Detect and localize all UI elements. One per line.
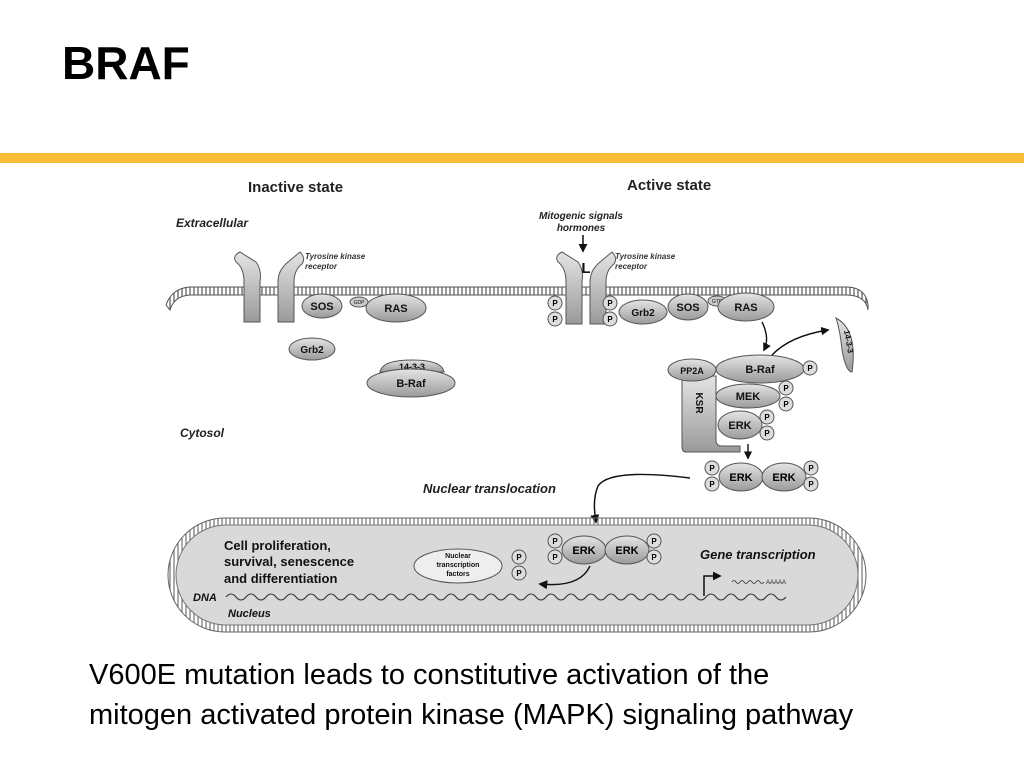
svg-text:P: P <box>607 315 613 324</box>
ntf-line3: factors <box>446 571 469 578</box>
mek-active <box>715 383 781 409</box>
grb2-inactive-label: Grb2 <box>300 345 324 356</box>
mapk-pathway-diagram: Inactive state Active state Extracellula… <box>165 177 869 633</box>
svg-text:P: P <box>552 537 558 546</box>
plasma-membrane <box>165 286 869 312</box>
receptor-active <box>556 251 617 325</box>
translocation-arrow <box>590 473 691 524</box>
grb2-inactive <box>288 337 336 361</box>
gtp-label: GTP <box>712 299 723 305</box>
erk-in-complex <box>717 410 763 440</box>
svg-text:ERK: ERK <box>772 472 795 484</box>
sos-active <box>667 293 709 321</box>
receptor-label-inactive-line2: receptor <box>305 262 338 271</box>
svg-text:P: P <box>607 299 613 308</box>
nuclear-translocation-label: Nuclear translocation <box>423 481 556 496</box>
accent-bar <box>0 153 1024 163</box>
svg-text:P: P <box>808 480 814 489</box>
cell-response-line1: Cell proliferation, <box>224 538 331 553</box>
receptor-label-active-line2: receptor <box>615 262 648 271</box>
ligand-label: L <box>581 260 590 277</box>
svg-text:P: P <box>783 400 789 409</box>
transcription-start-arrow <box>703 571 722 596</box>
receptor-phosphates: P P P P <box>547 295 618 327</box>
svg-text:P: P <box>516 553 522 562</box>
svg-text:ERK: ERK <box>615 545 638 557</box>
svg-text:P: P <box>764 413 770 422</box>
dna-label: DNA <box>193 592 217 604</box>
svg-text:P: P <box>552 315 558 324</box>
dna-strand <box>225 593 787 601</box>
14-3-3-released-label: 14-3-3 <box>842 329 855 354</box>
mrna-strand <box>731 580 765 584</box>
slide-caption: V600E mutation leads to constitutive act… <box>89 655 1009 735</box>
cytosol-label: Cytosol <box>180 426 225 440</box>
14-3-3-inactive-label: 14-3-3 <box>399 362 425 372</box>
ras-inactive-label: RAS <box>384 303 407 315</box>
cell-response-line3: and differentiation <box>224 571 337 586</box>
b-raf-inactive <box>366 368 456 398</box>
receptor-label-active-line1: Tyrosine kinase <box>615 252 676 261</box>
extracellular-label: Extracellular <box>176 216 249 230</box>
mek-label: MEK <box>736 391 761 403</box>
caption-line-1: V600E mutation leads to constitutive act… <box>89 659 770 691</box>
ntf-line2: transcription <box>437 562 480 569</box>
svg-text:P: P <box>709 480 715 489</box>
grb2-active <box>618 299 668 325</box>
ras-inactive <box>365 293 427 323</box>
svg-text:P: P <box>783 384 789 393</box>
svg-text:ERK: ERK <box>572 545 595 557</box>
svg-text:P: P <box>516 569 522 578</box>
ksr-label: KSR <box>693 392 704 414</box>
svg-text:P: P <box>808 464 814 473</box>
svg-text:P: P <box>764 429 770 438</box>
svg-text:P: P <box>651 537 657 546</box>
pp2a-label: PP2A <box>680 366 704 376</box>
erk-complex-label: ERK <box>728 420 751 432</box>
inactive-state-title: Inactive state <box>248 179 343 196</box>
14-3-3-released <box>835 316 854 373</box>
erk-dimer-cytosol: P P ERK ERK P P <box>704 460 819 492</box>
mitogenic-signals-line2: hormones <box>557 223 606 234</box>
sos-active-label: SOS <box>676 302 699 314</box>
gene-transcription-label: Gene transcription <box>700 547 816 562</box>
svg-text:ERK: ERK <box>729 472 752 484</box>
svg-text:P: P <box>552 299 558 308</box>
svg-text:P: P <box>807 364 813 373</box>
svg-text:P: P <box>552 553 558 562</box>
sos-inactive-label: SOS <box>310 301 333 313</box>
b-raf-active-label: B-Raf <box>745 364 775 376</box>
mitogenic-signals-line1: Mitogenic signals <box>539 211 623 222</box>
b-raf-inactive-label: B-Raf <box>396 378 426 390</box>
gdp-label: GDP <box>354 300 366 306</box>
svg-text:P: P <box>651 553 657 562</box>
erk-dimer-nucleus: P P ERK ERK P P <box>547 533 662 565</box>
gdp-inactive <box>349 296 369 308</box>
sos-inactive <box>301 293 343 319</box>
ras-to-braf-arrow <box>761 321 771 352</box>
nucleus-label: Nucleus <box>228 608 271 620</box>
mrna-polya-tail: AAAAA <box>766 580 786 586</box>
braf-to-14-3-3-arrow <box>771 326 830 356</box>
14-3-3-inactive <box>379 359 445 373</box>
active-state-title: Active state <box>627 177 711 194</box>
erk-to-tf-arrow <box>538 565 591 590</box>
slide-title: BRAF <box>62 37 190 89</box>
ntf-line1: Nuclear <box>445 553 471 560</box>
nuclear-transcription-factors <box>413 548 503 584</box>
ras-active-label: RAS <box>734 302 757 314</box>
receptor-inactive <box>234 251 305 323</box>
caption-line-2: mitogen activated protein kinase (MAPK) … <box>89 699 854 731</box>
grb2-active-label: Grb2 <box>631 308 655 319</box>
ras-active <box>717 292 775 322</box>
receptor-label-inactive-line1: Tyrosine kinase <box>305 252 366 261</box>
cell-response-line2: survival, senescence <box>224 554 354 569</box>
svg-text:P: P <box>709 464 715 473</box>
